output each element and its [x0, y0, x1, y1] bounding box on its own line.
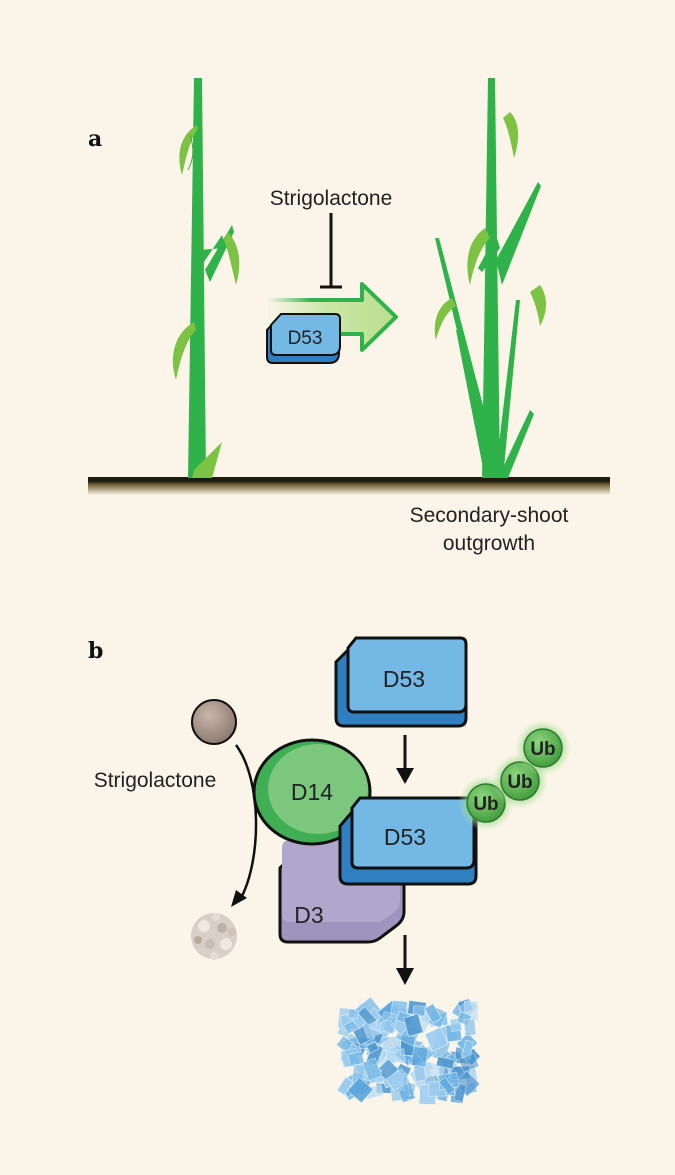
d53-label-bound: D53: [384, 824, 426, 850]
d53-fragment: [458, 1052, 480, 1073]
outcome-label-line1: Secondary-shoot: [410, 504, 569, 527]
strigolactone-inhibition: [320, 213, 342, 289]
d53-fragment: [336, 1076, 354, 1096]
d53-fragment: [413, 1005, 426, 1017]
soil-line: [88, 477, 610, 495]
binding-arrow: [396, 735, 414, 784]
d53-fragment: [378, 1010, 399, 1035]
hydrolysis-arrow: [231, 744, 258, 907]
d53-fragment: [365, 1041, 380, 1054]
strigolactone-molecule: [191, 699, 237, 745]
d53-label-free: D53: [383, 666, 425, 692]
plant-wild-type: [172, 78, 240, 478]
d53-fragment: [346, 1008, 359, 1020]
d53-fragment: [453, 1083, 467, 1103]
outcome-label-line2: outgrowth: [443, 532, 535, 555]
d53-fragment: [385, 1048, 407, 1065]
d53-fragment: [463, 1018, 477, 1036]
ubiquitin-3: [515, 720, 571, 776]
d53-fragment: [413, 1064, 427, 1082]
d53-fragment: [424, 1026, 449, 1052]
d53-fragment: [361, 1057, 383, 1082]
degradation-arrow: [396, 935, 414, 985]
ubiquitin-chain: [458, 720, 571, 831]
d53-fragment: [410, 1046, 429, 1068]
strigolactone-label-b: Strigolactone: [94, 769, 217, 792]
plant-branched: [434, 78, 546, 478]
ubiquitin-label-3: Ub: [530, 739, 555, 760]
d3-label: D3: [294, 902, 323, 928]
d53-fragment: [385, 1068, 411, 1092]
panel-a-letter: a: [88, 126, 102, 152]
d53-fragment: [347, 1076, 374, 1104]
d53-fragment: [403, 1013, 424, 1037]
d14-oval: [252, 738, 372, 846]
d53-fragment: [424, 1003, 442, 1024]
panel-b-letter: b: [88, 638, 103, 664]
d14-label: D14: [291, 779, 333, 805]
degraded-strigolactone: [191, 913, 237, 960]
d53-box-a: [266, 313, 341, 364]
d53-box-bound: [338, 796, 478, 886]
ubiquitin-label-2: Ub: [507, 772, 532, 793]
strigolactone-label-a: Strigolactone: [270, 187, 393, 210]
ubiquitin-label-1: Ub: [473, 794, 498, 815]
d53-box-free: [334, 636, 468, 728]
d53-label-a: D53: [288, 328, 323, 349]
d53-fragment: [435, 1056, 455, 1070]
degraded-d53-fragments: [335, 996, 481, 1105]
d53-fragment: [438, 1076, 456, 1096]
